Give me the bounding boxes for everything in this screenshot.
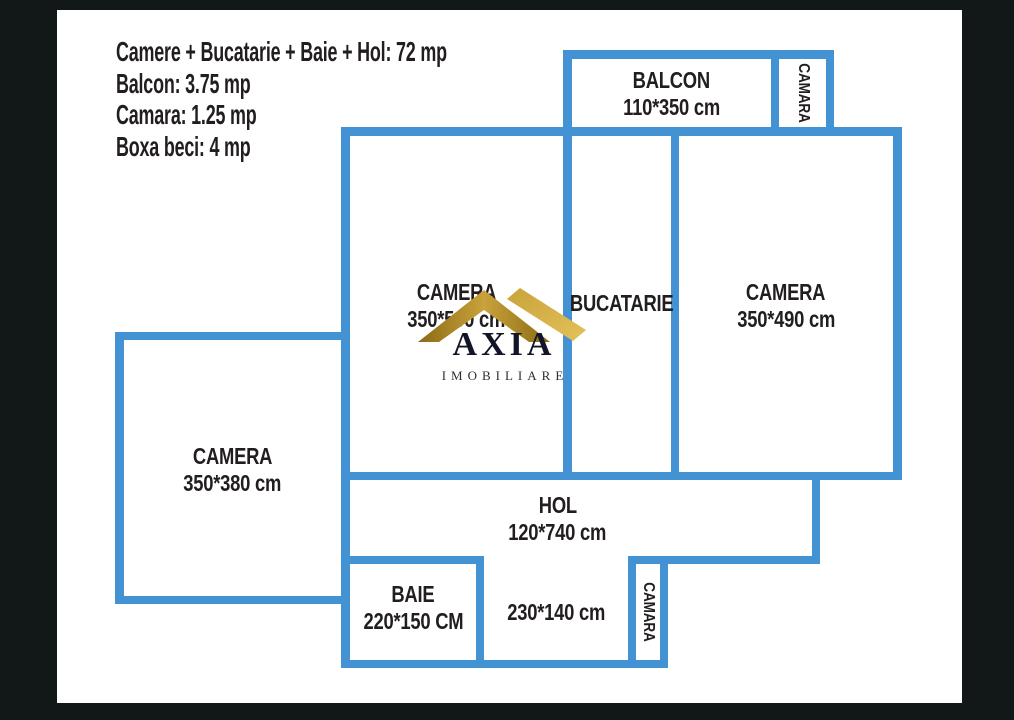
wall-baie-top (341, 556, 484, 564)
frame-bar-left (0, 0, 57, 720)
room-baie-dims: 220*150 CM (363, 608, 463, 634)
summary-line-camara: Camara: 1.25 mp (116, 99, 257, 130)
room-hol: HOL 120*740 cm (350, 489, 765, 549)
brand-tagline: IMOBILIARE (441, 368, 569, 383)
wall-bucatarie-right (671, 136, 679, 472)
summary-text: Camere + Bucatarie + Baie + Hol: 72 mp B… (116, 36, 633, 162)
wall-camara-bottom-west (628, 556, 636, 668)
wall-east (893, 127, 902, 480)
wall-spine-west (341, 127, 350, 668)
wall-camara-bottom-east (660, 556, 668, 668)
summary-line-balcon: Balcon: 3.75 mp (116, 67, 251, 99)
room-balcon-dims: 110*350 cm (623, 94, 720, 120)
frame-bar-right (962, 0, 1014, 720)
room-camera-right-name: CAMERA (746, 279, 826, 305)
room-storage-nook-dims: 230*140 cm (507, 598, 605, 625)
wall-leftroom-west (115, 332, 124, 604)
wall-baie-east (476, 556, 484, 668)
wall-camara-top-west (771, 59, 779, 136)
summary-line-boxa: Boxa beci: 4 mp (116, 130, 251, 162)
room-hol-dims: 120*740 cm (508, 519, 607, 545)
room-bucatarie: BUCATARIE (563, 290, 680, 316)
wall-camara-top-east (826, 50, 834, 136)
room-bucatarie-name: BUCATARIE (569, 289, 674, 316)
wall-balcon-left (563, 50, 572, 136)
frame-bar-top (0, 0, 1014, 10)
room-storage-nook: 230*140 cm (484, 599, 628, 625)
room-camera-left-dims: 350*380 cm (183, 470, 282, 496)
room-baie-name: BAIE (391, 581, 435, 607)
room-camera-left-name: CAMERA (192, 443, 273, 469)
room-camara-top-name: CAMARA (794, 63, 812, 123)
room-camara-bottom: CAMARA (636, 562, 660, 662)
room-camara-bottom-name: CAMARA (640, 582, 657, 642)
wall-leftroom-top (115, 332, 350, 340)
room-camara-top: CAMARA (779, 59, 826, 127)
room-baie: BAIE 220*150 CM (350, 578, 476, 638)
wall-leftroom-bottom (115, 596, 350, 604)
wall-balcon-top (563, 50, 834, 59)
room-balcon-name: BALCON (632, 67, 711, 93)
room-camera-right-dims: 350*490 cm (737, 306, 835, 332)
wall-hol-south (628, 556, 820, 564)
room-camera-left: CAMERA 350*380 cm (124, 440, 341, 500)
room-balcon: BALCON 110*350 cm (572, 62, 771, 126)
wall-hol-top (341, 472, 902, 480)
frame-bar-bottom (0, 703, 1014, 720)
summary-line-total: Camere + Bucatarie + Baie + Hol: 72 mp (116, 36, 447, 67)
wall-top (341, 127, 902, 136)
roof-icon (418, 288, 586, 342)
wall-bottom (341, 660, 668, 668)
wall-center-bucatarie (563, 136, 572, 472)
brand-name: AXIA (452, 326, 556, 363)
room-camera-right: CAMERA 350*490 cm (679, 276, 893, 336)
agency-logo: AXIA IMOBILIARE (410, 282, 590, 384)
room-hol-name: HOL (538, 492, 577, 518)
wall-hol-east (812, 472, 820, 564)
